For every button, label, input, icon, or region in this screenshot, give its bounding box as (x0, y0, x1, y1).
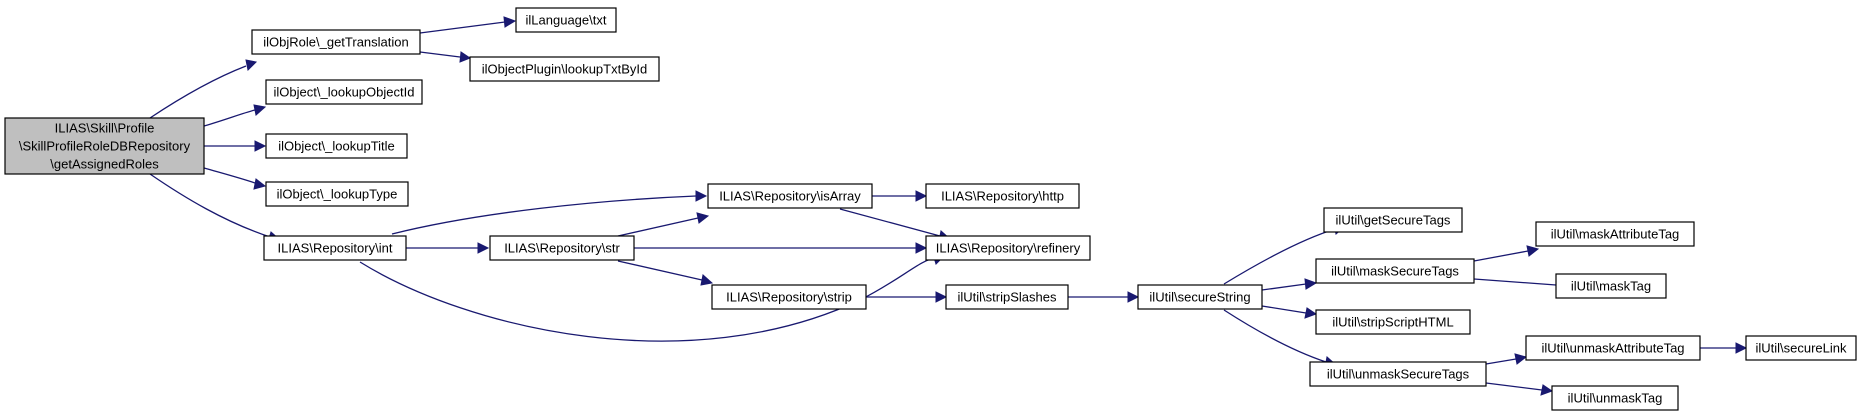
edge-repo-str-to-repo-strip (617, 260, 714, 286)
edge-root-to-get-translation (149, 59, 258, 119)
node-strip-script-html[interactable]: ilUtil\stripScriptHTML (1315, 309, 1471, 335)
node-repo-refinery-label: ILIAS\Repository\refinery (936, 241, 1081, 256)
edge-repo-int-to-repo-is-array (391, 190, 708, 235)
node-strip-slashes[interactable]: ilUtil\stripSlashes (945, 284, 1069, 310)
node-secure-string[interactable]: ilUtil\secureString (1137, 284, 1263, 310)
node-get-secure-tags[interactable]: ilUtil\getSecureTags (1323, 207, 1463, 233)
node-root-line-1: ILIAS\Skill\Profile (55, 121, 155, 136)
node-root-line-3: \getAssignedRoles (50, 157, 159, 172)
node-lang-txt-label: ilLanguage\txt (526, 13, 607, 28)
node-secure-string-label: ilUtil\secureString (1149, 290, 1250, 305)
edge-unmask-secure-tags-to-unmask-attribute-tag (1485, 353, 1528, 365)
node-mask-secure-tags-label: ilUtil\maskSecureTags (1331, 264, 1459, 279)
node-repo-strip[interactable]: ILIAS\Repository\strip (711, 284, 867, 310)
node-repo-int[interactable]: ILIAS\Repository\int (263, 235, 407, 261)
edge-repo-strip-to-strip-slashes (866, 291, 948, 303)
node-lookup-type[interactable]: ilObject\_lookupType (265, 181, 409, 207)
edge-repo-str-to-repo-refinery (634, 242, 928, 254)
node-unmask-attribute-tag-label: ilUtil\unmaskAttributeTag (1541, 341, 1684, 356)
node-root-get-assigned-roles[interactable]: ILIAS\Skill\Profile \SkillProfileRoleDBR… (4, 117, 205, 175)
edge-root-to-lookup-object-id (203, 104, 267, 127)
node-repo-int-label: ILIAS\Repository\int (278, 241, 393, 256)
edge-repo-str-to-repo-is-array (617, 212, 710, 237)
node-unmask-attribute-tag[interactable]: ilUtil\unmaskAttributeTag (1525, 335, 1701, 361)
edges (149, 16, 1748, 396)
node-strip-slashes-label: ilUtil\stripSlashes (958, 290, 1057, 305)
edge-unmask-secure-tags-to-unmask-tag (1485, 382, 1554, 396)
node-repo-strip-label: ILIAS\Repository\strip (726, 290, 852, 305)
edge-root-to-lookup-title (204, 140, 267, 152)
edge-get-translation-to-lookup-txt-by-id (419, 51, 472, 63)
node-secure-link[interactable]: ilUtil\secureLink (1745, 335, 1857, 361)
node-repo-str-label: ILIAS\Repository\str (504, 241, 620, 256)
edge-mask-secure-tags-to-mask-tag (1473, 278, 1568, 291)
edge-secure-string-to-mask-secure-tags (1261, 278, 1318, 291)
node-unmask-tag-label: ilUtil\unmaskTag (1568, 391, 1663, 406)
node-unmask-tag[interactable]: ilUtil\unmaskTag (1551, 385, 1679, 411)
node-lookup-object-id-label: ilObject\_lookupObjectId (274, 85, 415, 100)
nodes: ILIAS\Skill\Profile \SkillProfileRoleDBR… (4, 7, 1857, 411)
node-lookup-title[interactable]: ilObject\_lookupTitle (265, 133, 408, 159)
edge-root-to-lookup-type (203, 167, 267, 190)
node-lookup-txt-by-id-label: ilObjectPlugin\lookupTxtById (482, 62, 647, 77)
edge-mask-secure-tags-to-mask-attribute-tag (1473, 245, 1540, 262)
node-get-translation-label: ilObjRole\_getTranslation (263, 35, 408, 50)
edge-unmask-attribute-tag-to-secure-link (1700, 342, 1748, 354)
edge-strip-slashes-to-secure-string (1068, 291, 1140, 303)
node-repo-str[interactable]: ILIAS\Repository\str (489, 235, 635, 261)
node-mask-tag-label: ilUtil\maskTag (1571, 279, 1651, 294)
edge-secure-string-to-strip-script-html (1261, 305, 1318, 319)
edge-repo-int-to-repo-str (406, 242, 490, 254)
node-repo-http[interactable]: ILIAS\Repository\http (925, 183, 1080, 209)
node-unmask-secure-tags[interactable]: ilUtil\unmaskSecureTags (1309, 361, 1487, 387)
node-get-secure-tags-label: ilUtil\getSecureTags (1336, 213, 1451, 228)
node-lookup-title-label: ilObject\_lookupTitle (278, 139, 395, 154)
node-mask-tag[interactable]: ilUtil\maskTag (1555, 273, 1667, 299)
node-lookup-object-id[interactable]: ilObject\_lookupObjectId (265, 79, 423, 105)
node-mask-secure-tags[interactable]: ilUtil\maskSecureTags (1315, 258, 1475, 284)
node-mask-attribute-tag-label: ilUtil\maskAttributeTag (1551, 227, 1680, 242)
node-secure-link-label: ilUtil\secureLink (1755, 341, 1847, 356)
node-root-line-2: \SkillProfileRoleDBRepository (19, 139, 191, 154)
node-lang-txt[interactable]: ilLanguage\txt (515, 7, 617, 33)
node-unmask-secure-tags-label: ilUtil\unmaskSecureTags (1327, 367, 1470, 382)
edge-get-translation-to-lang-txt (419, 16, 517, 34)
node-strip-script-html-label: ilUtil\stripScriptHTML (1332, 315, 1453, 330)
node-repo-is-array-label: ILIAS\Repository\isArray (719, 189, 861, 204)
node-repo-is-array[interactable]: ILIAS\Repository\isArray (707, 183, 873, 209)
node-lookup-txt-by-id[interactable]: ilObjectPlugin\lookupTxtById (469, 56, 660, 82)
node-mask-attribute-tag[interactable]: ilUtil\maskAttributeTag (1535, 221, 1695, 247)
node-lookup-type-label: ilObject\_lookupType (277, 187, 398, 202)
node-get-translation[interactable]: ilObjRole\_getTranslation (251, 29, 421, 55)
node-repo-refinery[interactable]: ILIAS\Repository\refinery (925, 235, 1091, 261)
node-repo-http-label: ILIAS\Repository\http (941, 189, 1064, 204)
edge-repo-is-array-to-repo-http (872, 190, 928, 202)
